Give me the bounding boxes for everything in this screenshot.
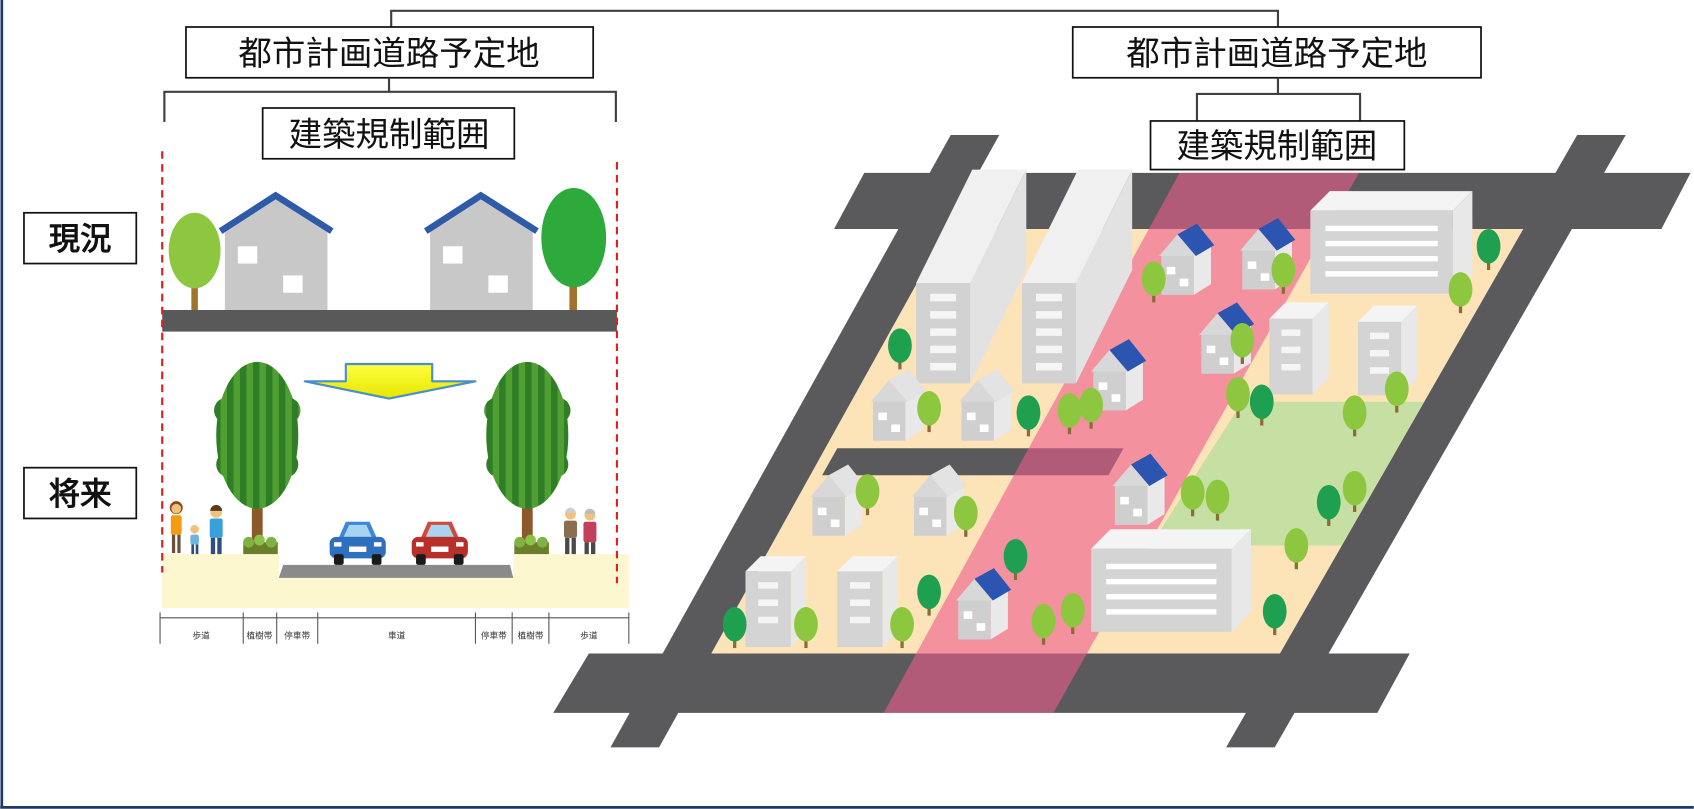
map-mid-building [1269, 302, 1329, 395]
map-tree-icon [794, 607, 818, 649]
map-tree-icon [1342, 395, 1367, 437]
roadway [278, 564, 514, 578]
map-objects [722, 169, 1501, 649]
map-house-in-road-plan [1091, 339, 1147, 411]
map-wide-building [1310, 191, 1473, 294]
map-tree-icon [1316, 484, 1341, 527]
stage-future-text: 将来 [49, 476, 112, 511]
map-tree-icon [855, 474, 880, 516]
right-restriction-text: 建築規制範囲 [1176, 129, 1377, 166]
map-tree-icon [1180, 475, 1205, 517]
segment-label-planting-left: 植樹帯 [246, 629, 272, 640]
map-tree-icon [917, 574, 941, 616]
left-planned-road-label: 都市計画道路予定地 [185, 26, 595, 79]
current-streetscape [162, 187, 617, 332]
map-tree-icon [1230, 322, 1255, 364]
left-bracket [163, 77, 617, 123]
pedestrian-man [209, 504, 223, 555]
map-house [870, 369, 926, 441]
cross-section-dimensions: 歩道 植樹帯 停車帯 車道 停車帯 植樹帯 歩道 [159, 612, 630, 644]
pedestrian-child [190, 524, 199, 555]
map-tree-icon [1384, 371, 1409, 413]
left-planned-road-text: 都市計画道路予定地 [238, 36, 539, 73]
map-tower-building [1021, 169, 1133, 384]
segment-label-planting-right: 植樹帯 [518, 629, 544, 640]
sidewalk-left [162, 554, 279, 609]
future-streetscape [162, 361, 629, 609]
map-tree-icon [917, 390, 941, 433]
map-house-in-road-plan [1112, 453, 1168, 525]
map-tree-icon [1060, 592, 1085, 635]
map-house [810, 464, 866, 536]
road-base [278, 577, 514, 609]
pedestrian-woman [169, 501, 183, 554]
pedestrians-left [169, 501, 223, 555]
restriction-boundary [161, 151, 619, 584]
right-planned-road-label: 都市計画道路予定地 [1071, 26, 1482, 79]
pedestrians-right [564, 507, 597, 555]
map-house [959, 369, 1015, 441]
future-tree-left [214, 361, 301, 545]
map-tree-icon [1057, 393, 1082, 435]
pedestrian-elderly-man [564, 507, 577, 555]
current-house-left [218, 191, 334, 310]
future-tree-right [484, 361, 571, 545]
map-tree-icon [1016, 395, 1041, 437]
down-arrow-icon [303, 362, 477, 400]
map-tree-icon [1226, 376, 1250, 419]
map-wide-building [1091, 529, 1251, 632]
town-map [553, 135, 1691, 748]
map-house-in-road-plan [1159, 223, 1215, 295]
map-tree-icon [1249, 384, 1274, 426]
car-red [411, 521, 468, 565]
left-restriction-text: 建築規制範囲 [289, 117, 490, 154]
left-restriction-label: 建築規制範囲 [261, 107, 516, 160]
top-bracket [390, 9, 1280, 28]
segment-label-roadway: 車道 [388, 629, 406, 640]
current-tree-right [541, 187, 607, 310]
right-bracket [1195, 77, 1362, 121]
current-ground [162, 309, 617, 332]
car-blue [329, 521, 386, 565]
segment-label-parking-left: 停車帯 [284, 629, 310, 640]
map-tree-icon [1205, 479, 1230, 521]
segment-label-sidewalk-right: 歩道 [580, 629, 598, 640]
map-road-right-diagonal [1226, 135, 1626, 748]
map-tree-icon [1284, 528, 1309, 570]
map-tree-icon [953, 495, 978, 537]
sidewalk-right [513, 554, 629, 609]
map-tree-icon [1476, 228, 1501, 271]
map-tree-icon [888, 328, 912, 370]
map-tree-icon [1342, 470, 1367, 512]
pedestrian-elderly-woman [583, 508, 597, 555]
map-tree-icon [1079, 387, 1103, 429]
segment-label-parking-right: 停車帯 [481, 629, 507, 640]
planter-right [514, 534, 549, 555]
planter-left [243, 534, 278, 555]
right-planned-road-text: 都市計画道路予定地 [1126, 36, 1427, 73]
stage-current-label: 現況 [23, 211, 138, 265]
map-road-left-diagonal [610, 135, 1000, 748]
map-mid-building [837, 556, 898, 647]
right-restriction-label: 建築規制範囲 [1149, 120, 1406, 171]
segment-label-sidewalk-left: 歩道 [192, 629, 210, 640]
map-tree-icon [722, 607, 747, 649]
stage-future-label: 将来 [23, 466, 138, 520]
current-house-right [423, 191, 539, 310]
map-tree-icon [1448, 272, 1473, 314]
map-tree-icon [1003, 538, 1028, 581]
map-tower-building [916, 169, 1027, 384]
map-tree-icon [1141, 261, 1166, 303]
map-tree-icon [1271, 252, 1296, 294]
stage-current-text: 現況 [49, 222, 112, 257]
current-tree-left [168, 212, 221, 310]
map-tree-icon [1031, 603, 1056, 645]
map-tree-icon [1262, 594, 1287, 636]
map-house-in-road-plan [956, 568, 1012, 640]
map-tree-icon [890, 607, 914, 649]
